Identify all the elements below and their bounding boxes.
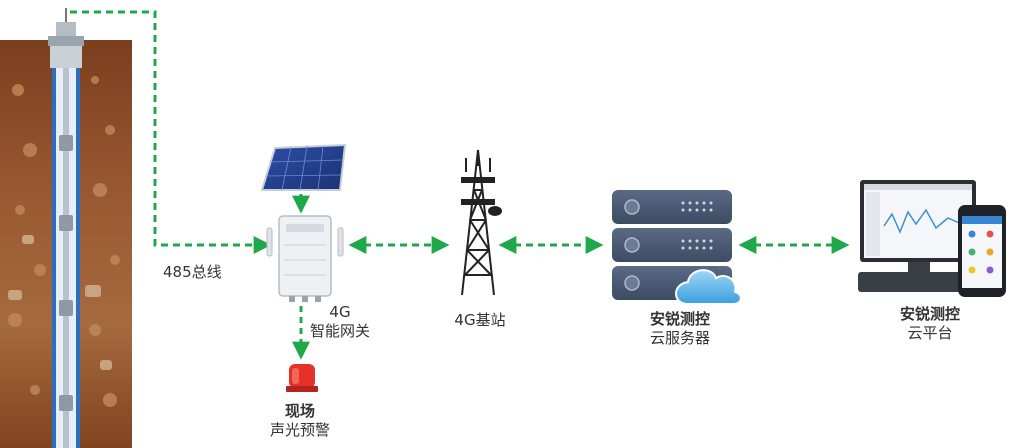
- gateway-icon: [266, 215, 344, 302]
- server-label-bold: 安锐测控: [649, 310, 710, 328]
- cell-tower-icon: [461, 149, 502, 296]
- bus-label-text: 485总线: [163, 263, 222, 281]
- alarm-light-icon: [286, 364, 318, 392]
- gateway-label: 4G 智能网关: [300, 303, 380, 341]
- solar-panel-icon: [260, 143, 347, 191]
- platform-label-bold: 安锐测控: [899, 305, 960, 323]
- alarm-label: 现场 声光预警: [250, 402, 350, 440]
- alarm-label-bold: 现场: [284, 402, 315, 420]
- platform-label: 安锐测控 云平台: [875, 305, 985, 343]
- gateway-label-line2: 智能网关: [309, 322, 370, 340]
- server-label: 安锐测控 云服务器: [625, 310, 735, 348]
- cloud-server-icon: [612, 190, 742, 305]
- platform-label-plain: 云平台: [907, 324, 953, 342]
- smartphone-icon: [958, 205, 1006, 297]
- station-label: 4G基站: [440, 311, 520, 330]
- station-label-text: 4G基站: [454, 311, 506, 329]
- server-label-plain: 云服务器: [649, 329, 710, 347]
- alarm-label-plain: 声光预警: [269, 421, 330, 439]
- bus-connector: [70, 10, 272, 254]
- bus-label: 485总线: [163, 263, 222, 282]
- gateway-label-line1: 4G: [329, 303, 351, 321]
- desktop-computer-icon: [858, 180, 976, 292]
- borehole-sensor-icon: [0, 8, 132, 448]
